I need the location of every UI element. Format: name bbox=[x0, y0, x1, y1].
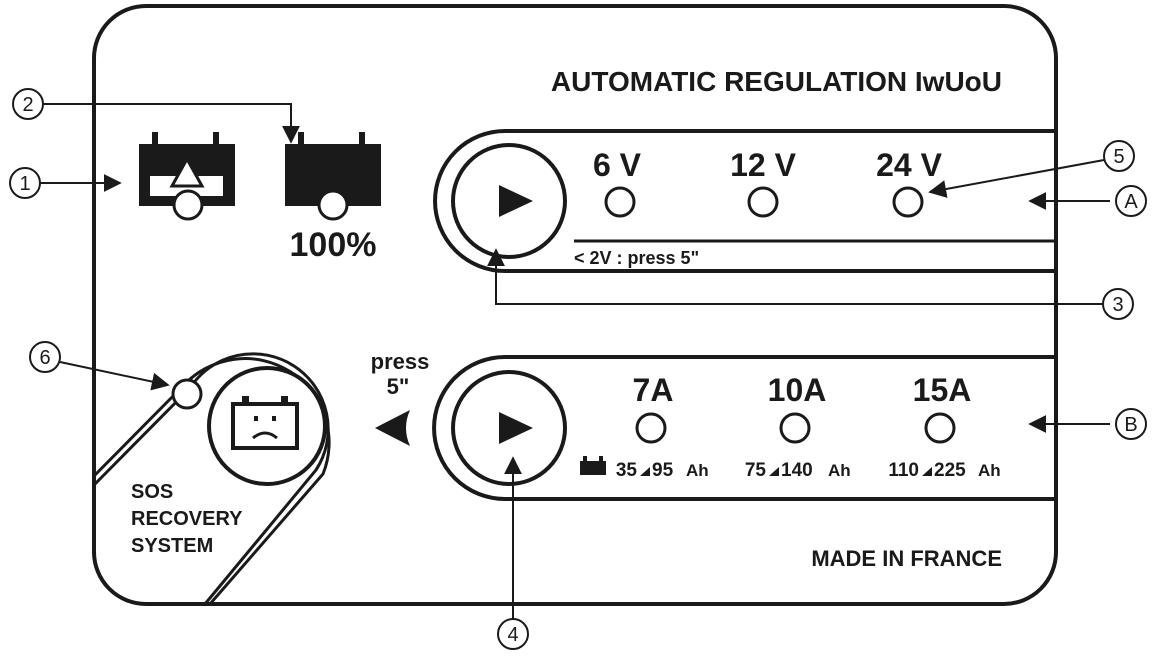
sos-press-duration: 5" bbox=[387, 374, 410, 399]
current-option-10a: 10A bbox=[768, 372, 827, 408]
callout-a bbox=[1115, 185, 1147, 217]
capacity-min: 35 bbox=[616, 460, 638, 481]
callout-b-letter: B bbox=[1124, 414, 1137, 436]
capacity-unit: Ah bbox=[828, 461, 851, 480]
current-option-15a: 15A bbox=[913, 372, 972, 408]
battery-capacity-icon bbox=[580, 456, 606, 475]
callout-5-number: 5 bbox=[1113, 146, 1124, 168]
capacity-unit: Ah bbox=[686, 461, 709, 480]
capacity-min: 110 bbox=[888, 460, 919, 481]
current-option-7a: 7A bbox=[633, 372, 674, 408]
charging-led bbox=[172, 189, 204, 221]
voltage-selector-track bbox=[433, 129, 1056, 273]
full-charge-led bbox=[317, 189, 349, 221]
led-15a bbox=[924, 412, 956, 444]
voltage-note: < 2V : press 5" bbox=[574, 248, 699, 268]
sos-label-line2: RECOVERY bbox=[131, 508, 243, 530]
sos-label-line3: SYSTEM bbox=[131, 535, 213, 557]
left-arrow-icon bbox=[375, 410, 410, 446]
full-charge-label: 100% bbox=[290, 226, 377, 264]
sos-led bbox=[171, 378, 203, 410]
led-24v bbox=[892, 186, 924, 218]
led-12v bbox=[747, 186, 779, 218]
callout-6-leader bbox=[59, 361, 170, 391]
capacity-range-15a: 110 225 Ah bbox=[888, 460, 1000, 481]
callout-6-number: 6 bbox=[39, 347, 50, 369]
callout-5-leader bbox=[928, 159, 1105, 198]
callout-b bbox=[1115, 408, 1147, 440]
sos-button[interactable] bbox=[207, 366, 327, 486]
led-10a bbox=[779, 412, 811, 444]
play-icon bbox=[499, 412, 533, 444]
range-wedge-icon bbox=[922, 467, 932, 476]
callout-5 bbox=[1103, 140, 1135, 172]
callout-2-number: 2 bbox=[22, 94, 33, 116]
capacity-unit: Ah bbox=[978, 461, 1001, 480]
led-6v bbox=[604, 186, 636, 218]
capacity-max: 140 bbox=[781, 460, 813, 481]
callout-4-number: 4 bbox=[507, 624, 518, 646]
callout-6 bbox=[29, 341, 61, 373]
panel-title: AUTOMATIC REGULATION IwUoU bbox=[551, 66, 1002, 97]
play-icon bbox=[499, 185, 533, 217]
capacity-range-10a: 75 140 Ah bbox=[745, 460, 851, 481]
callout-3-leader bbox=[487, 248, 1103, 305]
range-wedge-icon bbox=[640, 467, 650, 476]
capacity-range-7a: 35 95 Ah bbox=[616, 460, 709, 481]
callout-a-letter: A bbox=[1124, 191, 1138, 213]
voltage-option-6v: 6 V bbox=[593, 147, 642, 183]
led-7a bbox=[635, 412, 667, 444]
made-in-label: MADE IN FRANCE bbox=[811, 546, 1002, 571]
callout-3-number: 3 bbox=[1112, 294, 1123, 316]
voltage-option-12v: 12 V bbox=[730, 147, 796, 183]
callout-1-number: 1 bbox=[19, 173, 30, 195]
sos-press-label: press bbox=[371, 349, 430, 374]
capacity-max: 95 bbox=[652, 460, 674, 481]
range-wedge-icon bbox=[769, 467, 779, 476]
sad-battery-icon bbox=[231, 396, 299, 450]
capacity-max: 225 bbox=[934, 460, 966, 481]
voltage-option-24v: 24 V bbox=[876, 147, 942, 183]
capacity-min: 75 bbox=[745, 460, 767, 481]
callout-2-leader bbox=[43, 103, 300, 144]
sos-label-line1: SOS bbox=[131, 481, 173, 503]
current-selector-track bbox=[432, 355, 1056, 501]
